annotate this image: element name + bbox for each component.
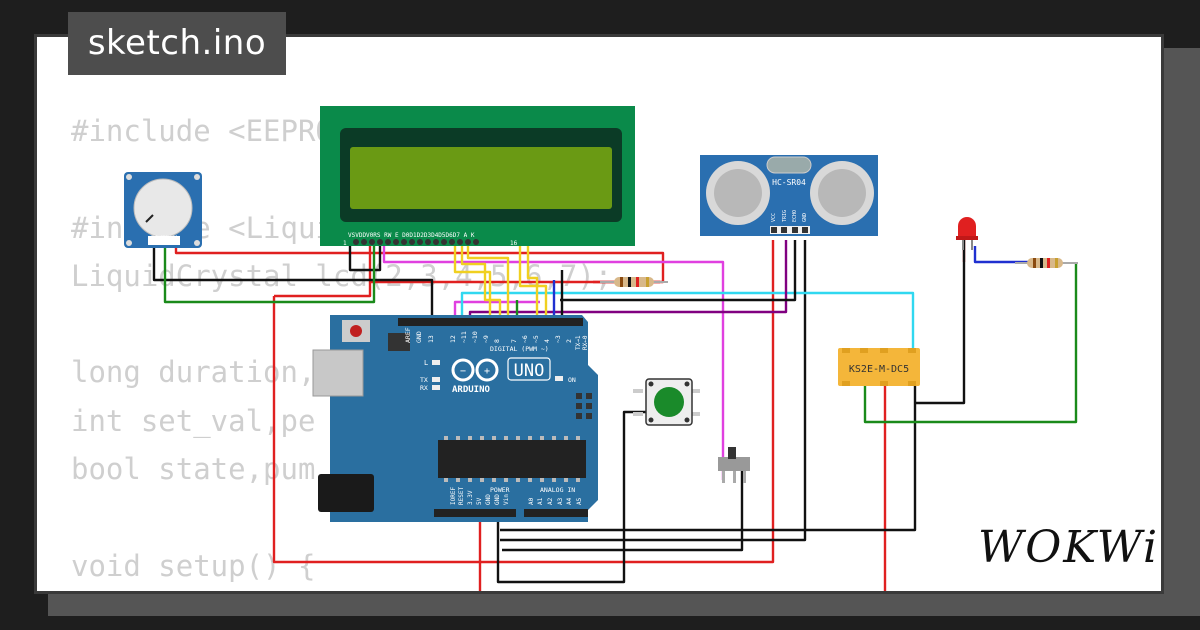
pin-label: ~10 — [471, 331, 479, 343]
slide-switch[interactable] — [718, 447, 750, 483]
sonar-pin-echo: ECHO — [792, 210, 798, 222]
wires — [152, 240, 1078, 591]
pin-label: 2 — [565, 339, 573, 343]
pin-label: 4 — [543, 339, 551, 343]
arduino-brand: ARDUINO — [452, 385, 491, 395]
pin-label: 3.3V — [467, 490, 474, 505]
wire-yellow — [460, 240, 502, 322]
wire-black — [500, 385, 917, 532]
lcd-display[interactable]: VSVDDV0RS RW E D0D1D2D3D4D5D6D7 A K 1 16 — [320, 106, 635, 247]
wire-black — [496, 410, 647, 584]
lcd-pin-labels: VSVDDV0RS RW E D0D1D2D3D4D5D6D7 A K — [348, 232, 475, 239]
power-pin-labels: IOREF RESET 3.3V 5V GND GND Vin — [450, 487, 510, 505]
pin-label: Vin — [503, 494, 510, 505]
wire-cyan — [460, 291, 915, 350]
svg-text:+: + — [484, 366, 490, 377]
code-line: bool state,pum — [71, 452, 316, 487]
wire-magenta — [382, 240, 725, 480]
pin-label: 7 — [510, 339, 518, 343]
pin-label: ~3 — [554, 335, 562, 343]
pin-label: RX←0 — [582, 335, 589, 350]
pin-label: ~9 — [482, 335, 490, 343]
relay-module[interactable]: KS2E-M-DC5 — [838, 348, 920, 386]
code-line: void setup() { — [71, 548, 316, 583]
pin-label: A4 — [566, 497, 573, 505]
pot-pin-labels: GND SIG VCC — [151, 235, 178, 240]
lcd-pins — [353, 239, 479, 245]
wire-yellow — [453, 240, 492, 322]
pin-label: A2 — [547, 497, 554, 505]
pin-label: A0 — [528, 497, 535, 505]
wire-green — [163, 240, 376, 304]
pin-label: 12 — [449, 335, 457, 343]
power-label: POWER — [490, 486, 510, 494]
potentiometer[interactable]: GND SIG VCC — [124, 172, 202, 248]
pin-label: GND — [415, 331, 423, 343]
resistor-led[interactable] — [1015, 258, 1078, 268]
led-red[interactable] — [956, 217, 978, 250]
pin-label: RESET — [458, 487, 465, 505]
wire-black — [348, 240, 382, 272]
sonar-pin-vcc: VCC — [771, 213, 777, 222]
pin-label: 13 — [427, 335, 435, 343]
pin-label: GND — [494, 494, 501, 505]
sonar-pin-gnd: GND — [802, 213, 808, 222]
pin-label: ~11 — [460, 331, 468, 343]
pin-label: 8 — [493, 339, 501, 343]
digital-pin-labels: AREF GND 13 12 ~11 ~10 ~9 8 7 ~6 ~5 4 ~3… — [404, 327, 589, 350]
wire-yellow — [518, 240, 548, 322]
wire-green — [863, 262, 1078, 424]
pin-label: GND — [485, 494, 492, 505]
svg-text:−: − — [460, 366, 466, 377]
resistor-lcd[interactable] — [600, 277, 668, 287]
pin-label: ~6 — [521, 335, 529, 343]
pin-label: TX→1 — [575, 335, 582, 350]
arduino-model: UNO — [514, 361, 545, 381]
wire-yellow — [526, 240, 539, 322]
digital-label: DIGITAL (PWM ~) — [490, 345, 549, 353]
led-label-rx: RX — [420, 384, 428, 392]
analog-label: ANALOG IN — [540, 486, 575, 494]
lcd-pin-first: 1 — [343, 240, 347, 247]
arduino-logo-icon: − + — [451, 358, 499, 382]
arduino-uno[interactable]: AREF GND 13 12 ~11 ~10 ~9 8 7 ~6 ~5 4 ~3… — [312, 315, 598, 522]
lcd-pin-last: 16 — [510, 240, 518, 247]
file-title-tab[interactable]: sketch.ino — [68, 12, 286, 75]
led-label-tx: TX — [420, 376, 428, 384]
wokwi-logo: WOKWi — [978, 522, 1160, 573]
led-label-l: L — [424, 359, 428, 367]
pin-label: 5V — [476, 497, 483, 505]
wire-black — [560, 240, 797, 302]
wire-black — [152, 245, 434, 322]
pin-label: A5 — [576, 497, 583, 505]
wire-black — [915, 240, 966, 405]
pin-label: AREF — [404, 327, 412, 343]
wire-red — [272, 240, 775, 564]
wire-black — [502, 470, 744, 552]
sonar-label: HC-SR04 — [772, 178, 806, 187]
code-line: long duration, — [71, 355, 316, 390]
analog-pin-labels: A0 A1 A2 A3 A4 A5 — [528, 497, 583, 505]
wire-red — [174, 240, 665, 284]
pin-label: IOREF — [450, 487, 457, 505]
pin-label: ~5 — [532, 335, 540, 343]
pin-label: A1 — [537, 497, 544, 505]
pin-label: A3 — [557, 497, 564, 505]
relay-label: KS2E-M-DC5 — [849, 364, 909, 375]
wire-blue — [973, 246, 1028, 264]
wire-red — [274, 282, 372, 298]
code-line: int set_val,pe — [71, 403, 316, 438]
ultrasonic-sensor[interactable]: HC-SR04 VCC TRIG ECHO GND — [700, 155, 878, 236]
led-label-on: ON — [568, 376, 576, 384]
wire-black — [500, 240, 807, 542]
wire-yellow — [466, 240, 510, 322]
sonar-pin-trig: TRIG — [782, 210, 788, 222]
push-button[interactable] — [633, 378, 700, 426]
